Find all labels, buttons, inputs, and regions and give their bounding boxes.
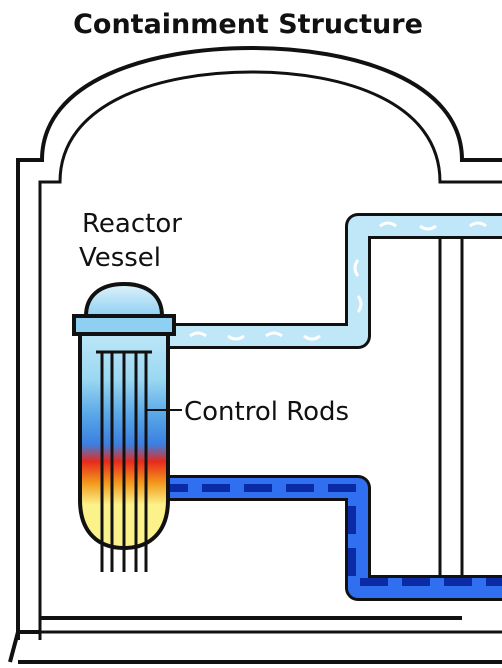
steam-pipe-fill [150, 216, 502, 346]
reactor-vessel-label-line2: Vessel [79, 243, 161, 273]
water-pipe [150, 475, 502, 601]
reactor-vessel-label-line1: Reactor [82, 209, 182, 239]
control-rods [96, 350, 152, 572]
water-pipe-fill [150, 478, 502, 598]
containment-inner-wall [38, 70, 502, 640]
reactor-vessel-dome [83, 281, 165, 318]
water-pipe-dashes [160, 484, 502, 586]
containment-outer-wall [16, 45, 502, 640]
reactor-vessel-flange [72, 314, 176, 336]
control-rods-label: Control Rods [184, 397, 349, 427]
diagram-title: Containment Structure [73, 9, 423, 40]
steam-pipe [150, 213, 502, 349]
containment-base [8, 616, 502, 664]
steam-swirls [189, 221, 487, 341]
